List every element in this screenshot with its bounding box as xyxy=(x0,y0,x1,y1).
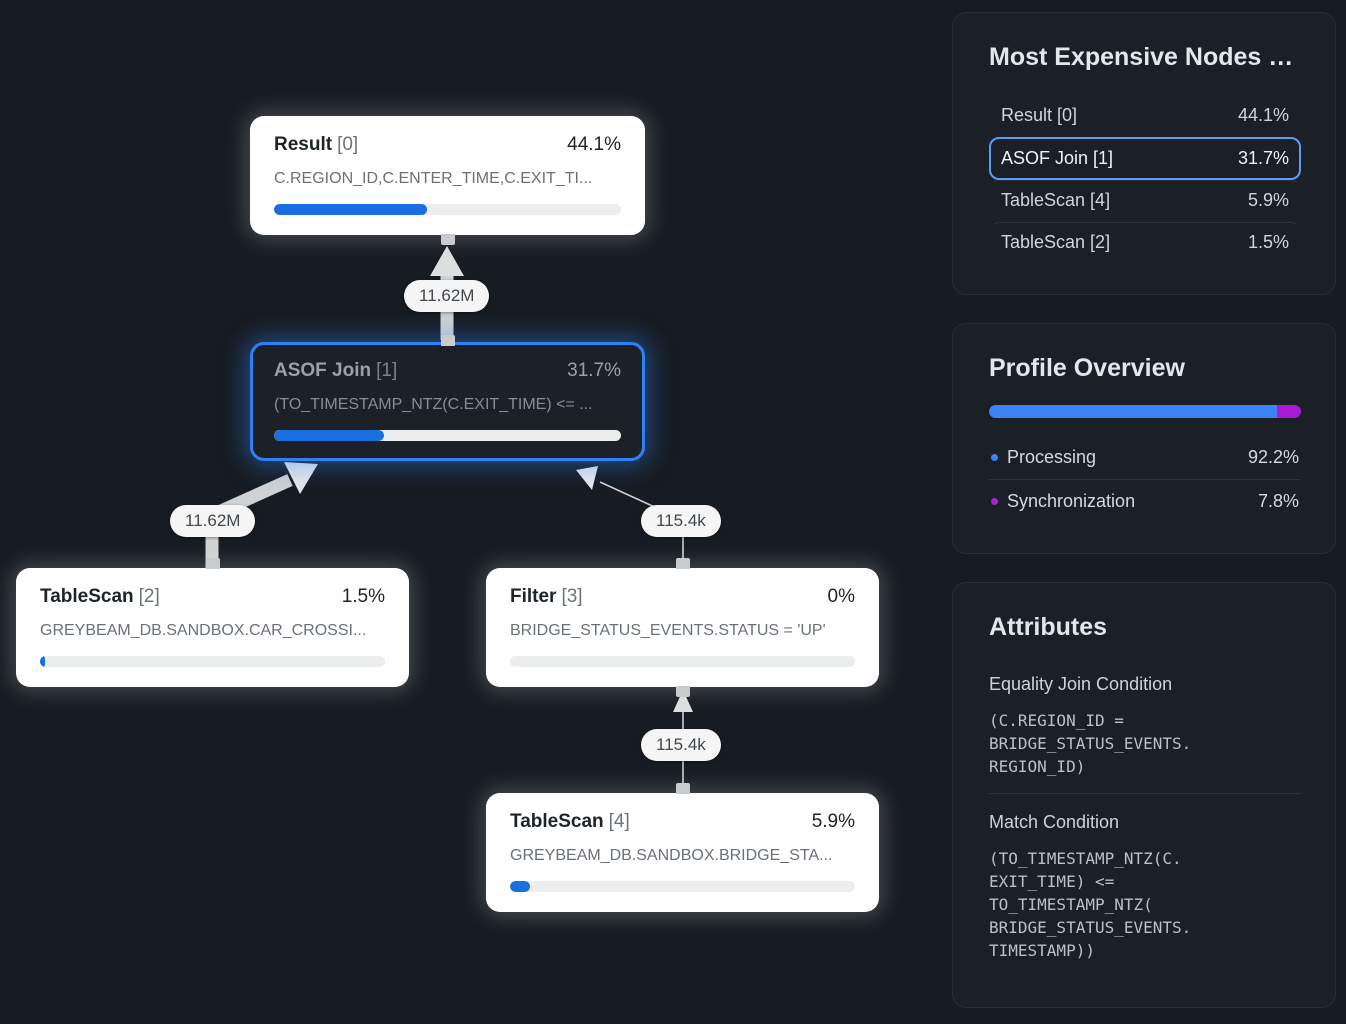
node-header: Result[0] 44.1% xyxy=(274,134,621,156)
node-header: ASOF Join[1] 31.7% xyxy=(274,360,621,382)
node-header: TableScan[2] 1.5% xyxy=(40,586,385,608)
node-title-text: Filter xyxy=(510,586,557,607)
node-progress-track xyxy=(274,430,621,441)
node-progress-fill xyxy=(274,430,384,441)
row-label: TableScan [2] xyxy=(1001,232,1111,252)
node-title: TableScan[4] xyxy=(510,811,630,833)
node-detail: GREYBEAM_DB.SANDBOX.CAR_CROSSI... xyxy=(40,622,367,639)
node-title: Filter[3] xyxy=(510,586,583,608)
node-progress-track xyxy=(510,656,855,667)
most-expensive-row-tablescan-2[interactable]: TableScan [2] 1.5% xyxy=(989,222,1301,264)
node-title-text: Result xyxy=(274,134,333,155)
node-progress-fill xyxy=(510,881,531,892)
panel-title: Attributes xyxy=(989,613,1108,641)
panel-most-expensive-nodes: Most Expensive Nodes (… Result [0] 44.1%… xyxy=(952,12,1336,295)
node-title-text: TableScan xyxy=(40,586,134,607)
plan-node-tablescan-4[interactable]: TableScan[4] 5.9% GREYBEAM_DB.SANDBOX.BR… xyxy=(486,783,879,912)
node-percent: 1.5% xyxy=(341,586,385,607)
row-value: 7.8% xyxy=(1257,491,1299,511)
node-progress-track xyxy=(510,881,855,892)
node-detail: BRIDGE_STATUS_EVENTS.STATUS = 'UP' xyxy=(510,622,826,639)
legend-dot-icon xyxy=(991,498,998,505)
node-port-top xyxy=(205,558,220,569)
node-header: Filter[3] 0% xyxy=(510,586,855,608)
edge-label-filter-to-asof: 115.4k xyxy=(641,505,721,537)
node-header: TableScan[4] 5.9% xyxy=(510,811,855,833)
attribute-match-condition: Match Condition (TO_TIMESTAMP_NTZ(C. EXI… xyxy=(989,792,1301,977)
details-sidebar: Most Expensive Nodes (… Result [0] 44.1%… xyxy=(952,12,1336,1008)
row-left: Synchronization xyxy=(991,491,1135,512)
node-index: [0] xyxy=(337,134,359,155)
node-title-text: TableScan xyxy=(510,811,604,832)
most-expensive-row-result-0[interactable]: Result [0] 44.1% xyxy=(989,94,1301,137)
attribute-equality-join-condition: Equality Join Condition (C.REGION_ID = B… xyxy=(989,664,1301,793)
row-value: 44.1% xyxy=(1237,105,1289,125)
attribute-value: (TO_TIMESTAMP_NTZ(C. EXIT_TIME) <= TO_TI… xyxy=(989,848,1192,961)
node-port-top xyxy=(440,335,455,346)
node-index: [2] xyxy=(138,586,160,607)
most-expensive-row-tablescan-4[interactable]: TableScan [4] 5.9% xyxy=(989,180,1301,222)
node-title: TableScan[2] xyxy=(40,586,160,608)
row-value: 31.7% xyxy=(1237,148,1289,168)
plan-node-result[interactable]: Result[0] 44.1% C.REGION_ID,C.ENTER_TIME… xyxy=(250,116,645,245)
node-index: [4] xyxy=(608,811,630,832)
node-index: [3] xyxy=(561,586,583,607)
attribute-key: Match Condition xyxy=(989,811,1120,832)
node-percent: 0% xyxy=(827,586,855,607)
row-value: 5.9% xyxy=(1247,190,1289,210)
plan-node-asof-join[interactable]: ASOF Join[1] 31.7% (TO_TIMESTAMP_NTZ(C.E… xyxy=(250,335,645,461)
plan-node-filter[interactable]: Filter[3] 0% BRIDGE_STATUS_EVENTS.STATUS… xyxy=(486,558,879,697)
node-title: Result[0] xyxy=(274,134,358,156)
node-detail: C.REGION_ID,C.ENTER_TIME,C.EXIT_TI... xyxy=(274,170,593,187)
most-expensive-list: Result [0] 44.1% ASOF Join [1] 31.7% Tab… xyxy=(989,94,1301,264)
row-label: ASOF Join [1] xyxy=(1001,148,1114,168)
node-port-top xyxy=(675,783,690,794)
edge-label-tablescan2-to-asof: 11.62M xyxy=(170,505,256,537)
node-detail: (TO_TIMESTAMP_NTZ(C.EXIT_TIME) <= ... xyxy=(274,396,593,413)
most-expensive-row-asof-join-1[interactable]: ASOF Join [1] 31.7% xyxy=(989,137,1301,180)
row-label: TableScan [4] xyxy=(1001,190,1111,210)
node-port-bottom xyxy=(675,686,690,697)
node-percent: 44.1% xyxy=(567,134,621,155)
node-percent: 5.9% xyxy=(811,811,855,832)
edge-label-asof-to-result: 11.62M xyxy=(404,280,490,312)
panel-profile-overview: Profile Overview Processing 92.2% Synchr… xyxy=(952,323,1336,554)
node-progress-fill xyxy=(274,204,428,215)
execution-plan-canvas[interactable]: Result[0] 44.1% C.REGION_ID,C.ENTER_TIME… xyxy=(0,0,940,1024)
edge-label-tablescan4-to-filter: 115.4k xyxy=(641,729,721,761)
node-title-text: ASOF Join xyxy=(274,360,372,381)
row-label: Result [0] xyxy=(1001,105,1078,125)
profile-row-processing[interactable]: Processing 92.2% xyxy=(989,436,1301,479)
profile-bar-segment-processing xyxy=(989,405,1277,418)
row-label: Processing xyxy=(1007,447,1097,467)
plan-node-tablescan-2[interactable]: TableScan[2] 1.5% GREYBEAM_DB.SANDBOX.CA… xyxy=(16,558,409,687)
node-percent: 31.7% xyxy=(567,360,621,381)
row-label: Synchronization xyxy=(1007,491,1136,511)
profile-bar-segment-synchronization xyxy=(1276,405,1301,418)
node-progress-track xyxy=(40,656,385,667)
attribute-value: (C.REGION_ID = BRIDGE_STATUS_EVENTS. REG… xyxy=(989,711,1192,777)
node-port-top xyxy=(675,558,690,569)
row-value: 1.5% xyxy=(1247,232,1289,252)
node-title: ASOF Join[1] xyxy=(274,360,397,382)
node-index: [1] xyxy=(376,360,398,381)
profile-overview-bar xyxy=(989,405,1301,418)
row-value: 92.2% xyxy=(1247,447,1299,467)
panel-title: Most Expensive Nodes (… xyxy=(989,43,1301,71)
profile-row-synchronization[interactable]: Synchronization 7.8% xyxy=(989,479,1301,523)
row-left: Processing xyxy=(991,447,1096,468)
node-progress-fill xyxy=(40,656,46,667)
panel-title: Profile Overview xyxy=(989,354,1185,382)
node-detail: GREYBEAM_DB.SANDBOX.BRIDGE_STA... xyxy=(510,847,833,864)
panel-attributes: Attributes Equality Join Condition (C.RE… xyxy=(952,582,1336,1008)
node-port-bottom xyxy=(440,234,455,245)
attribute-key: Equality Join Condition xyxy=(989,674,1173,694)
node-progress-track xyxy=(274,204,621,215)
legend-dot-icon xyxy=(991,454,998,461)
